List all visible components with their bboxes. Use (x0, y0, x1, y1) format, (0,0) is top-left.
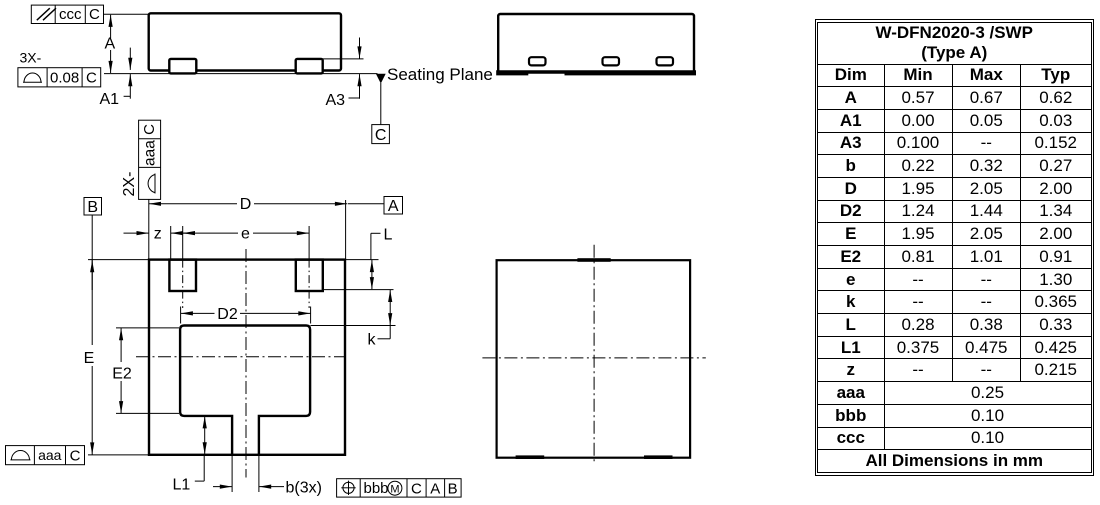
svg-text:A: A (105, 36, 116, 53)
svg-text:A: A (430, 480, 440, 497)
svg-text:3X-: 3X- (20, 50, 42, 66)
svg-text:B: B (87, 199, 98, 216)
svg-text:E2: E2 (112, 366, 132, 383)
svg-text:L1: L1 (173, 477, 191, 494)
svg-text:ccc: ccc (59, 6, 82, 23)
svg-text:aaa: aaa (142, 140, 159, 166)
svg-text:k: k (368, 332, 377, 349)
svg-text:C: C (375, 127, 387, 144)
svg-text:2X-: 2X- (121, 172, 138, 197)
svg-text:aaa: aaa (38, 447, 62, 463)
svg-text:0.08: 0.08 (50, 70, 79, 87)
svg-text:e: e (241, 226, 250, 243)
svg-text:C: C (411, 480, 422, 497)
svg-text:b(3x): b(3x) (286, 480, 322, 497)
svg-text:B: B (448, 480, 458, 497)
svg-text:A: A (388, 198, 399, 215)
svg-text:C: C (70, 448, 81, 465)
svg-text:A3: A3 (326, 92, 346, 109)
svg-text:M: M (390, 483, 399, 495)
svg-text:D: D (240, 196, 252, 213)
svg-text:A1: A1 (100, 91, 120, 108)
svg-text:L: L (384, 227, 393, 244)
svg-text:C: C (86, 70, 97, 87)
svg-text:Seating Plane: Seating Plane (387, 65, 493, 84)
svg-text:D2: D2 (217, 306, 238, 323)
svg-text:z: z (154, 226, 162, 243)
svg-text:C: C (141, 124, 158, 135)
svg-text:C: C (89, 6, 100, 23)
svg-text:bbb: bbb (364, 480, 389, 497)
svg-text:E: E (84, 350, 95, 367)
